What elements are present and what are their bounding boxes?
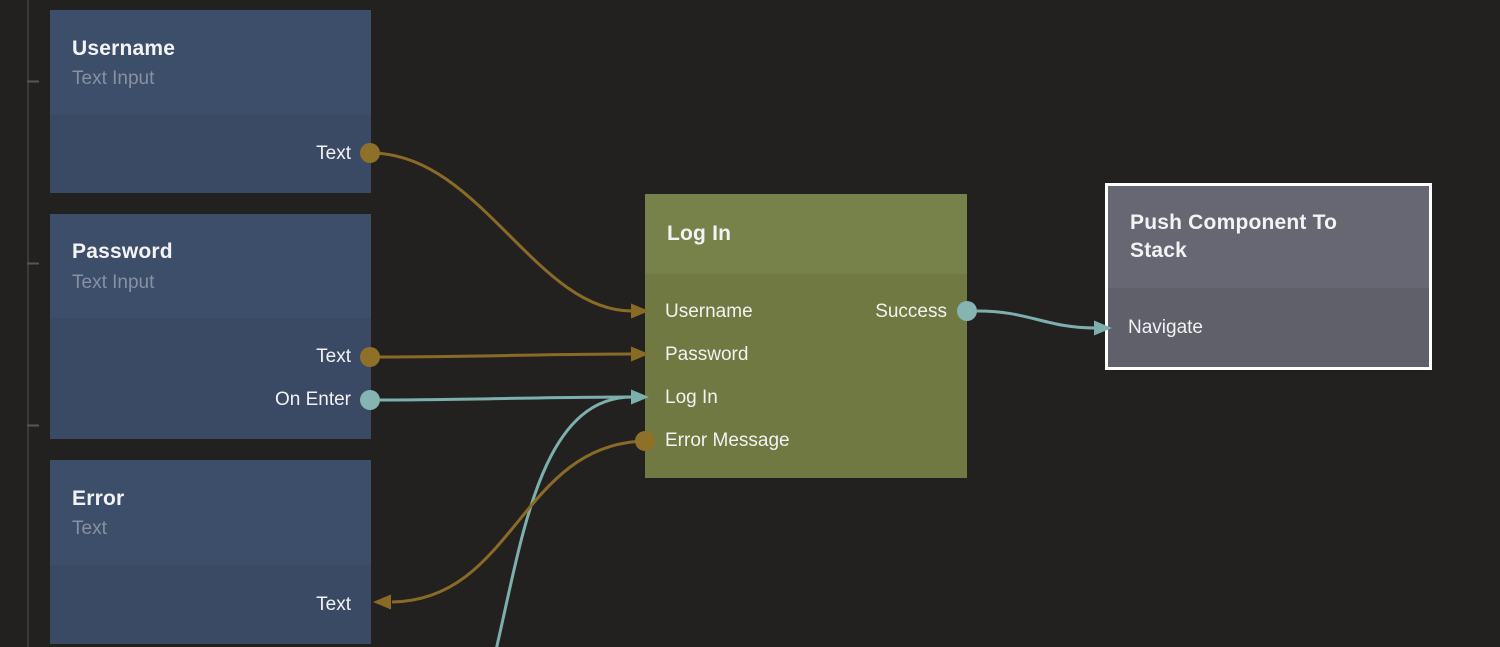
port-dot-username-text[interactable] <box>360 143 380 163</box>
node-title: Username <box>72 36 176 60</box>
port-dot-password-text[interactable] <box>360 347 380 367</box>
node-push-component-to-stack[interactable]: Push Component To Stack Navigate <box>1105 183 1432 370</box>
port-label: Navigate <box>1128 316 1203 338</box>
node-push-body: Navigate <box>1108 288 1429 367</box>
port-row-username-success: Username Success <box>645 290 967 333</box>
arrow-login-login-input[interactable] <box>631 389 649 405</box>
port-login-error-message-output[interactable]: Error Message <box>645 419 967 462</box>
port-label: Text <box>316 346 351 367</box>
wire-username-text-to-login-username[interactable] <box>370 151 633 313</box>
port-label: Error Message <box>665 429 790 451</box>
port-dot-login-error-message[interactable] <box>635 431 655 451</box>
port-login-success-output[interactable]: Success <box>875 300 947 322</box>
node-login-header[interactable]: Log In <box>645 194 967 274</box>
node-type-label: Text Input <box>72 68 155 90</box>
node-title: Push Component To Stack <box>1130 210 1338 262</box>
port-label: Password <box>665 343 749 365</box>
port-password-on-enter-output[interactable]: On Enter <box>50 379 371 422</box>
node-push-header[interactable]: Push Component To Stack <box>1108 186 1429 288</box>
port-login-login-input[interactable]: Log In <box>645 376 967 419</box>
node-login[interactable]: Log In Username Success Password Log In … <box>645 194 967 478</box>
node-title: Log In <box>667 221 732 245</box>
wire-offscreen-to-login-login[interactable] <box>495 395 633 647</box>
node-login-body: Username Success Password Log In Error M… <box>645 274 967 478</box>
node-error-header[interactable]: Error Text <box>50 460 371 565</box>
port-label: Log In <box>665 386 718 408</box>
node-error-body: Text <box>50 565 371 644</box>
node-error[interactable]: Error Text Text <box>50 460 371 644</box>
port-login-username-input[interactable]: Username <box>665 300 753 322</box>
port-dot-login-success[interactable] <box>957 301 977 321</box>
port-label: Text <box>316 143 351 164</box>
node-title: Error <box>72 486 125 510</box>
node-password[interactable]: Password Text Input Text On Enter <box>50 214 371 439</box>
node-type-label: Text Input <box>72 271 155 293</box>
wire-password-on-enter-to-login-login[interactable] <box>370 395 633 402</box>
wire-login-error-message-to-error-text[interactable] <box>391 439 646 604</box>
wire-login-success-to-push-navigate[interactable] <box>976 309 1097 330</box>
arrow-push-navigate-input[interactable] <box>1094 320 1112 336</box>
node-username-body: Text <box>50 115 371 193</box>
node-title: Password <box>72 240 173 264</box>
arrow-error-text-input[interactable] <box>373 594 391 610</box>
port-password-text-output[interactable]: Text <box>50 336 371 379</box>
port-username-text-output[interactable]: Text <box>50 133 371 176</box>
wire-password-text-to-login-password[interactable] <box>370 352 633 359</box>
port-label: On Enter <box>274 389 351 410</box>
port-error-text-input[interactable]: Text <box>50 583 371 626</box>
node-password-header[interactable]: Password Text Input <box>50 214 371 318</box>
arrow-login-username-input[interactable] <box>631 303 649 319</box>
node-username-header[interactable]: Username Text Input <box>50 10 371 115</box>
port-label: Text <box>316 593 351 615</box>
port-dot-password-on-enter[interactable] <box>360 390 380 410</box>
node-password-body: Text On Enter <box>50 318 371 439</box>
port-push-navigate-input[interactable]: Navigate <box>1108 306 1429 349</box>
arrow-login-password-input[interactable] <box>631 346 649 362</box>
port-login-password-input[interactable]: Password <box>645 333 967 376</box>
node-type-label: Text <box>72 518 107 540</box>
node-username[interactable]: Username Text Input Text <box>50 10 371 193</box>
